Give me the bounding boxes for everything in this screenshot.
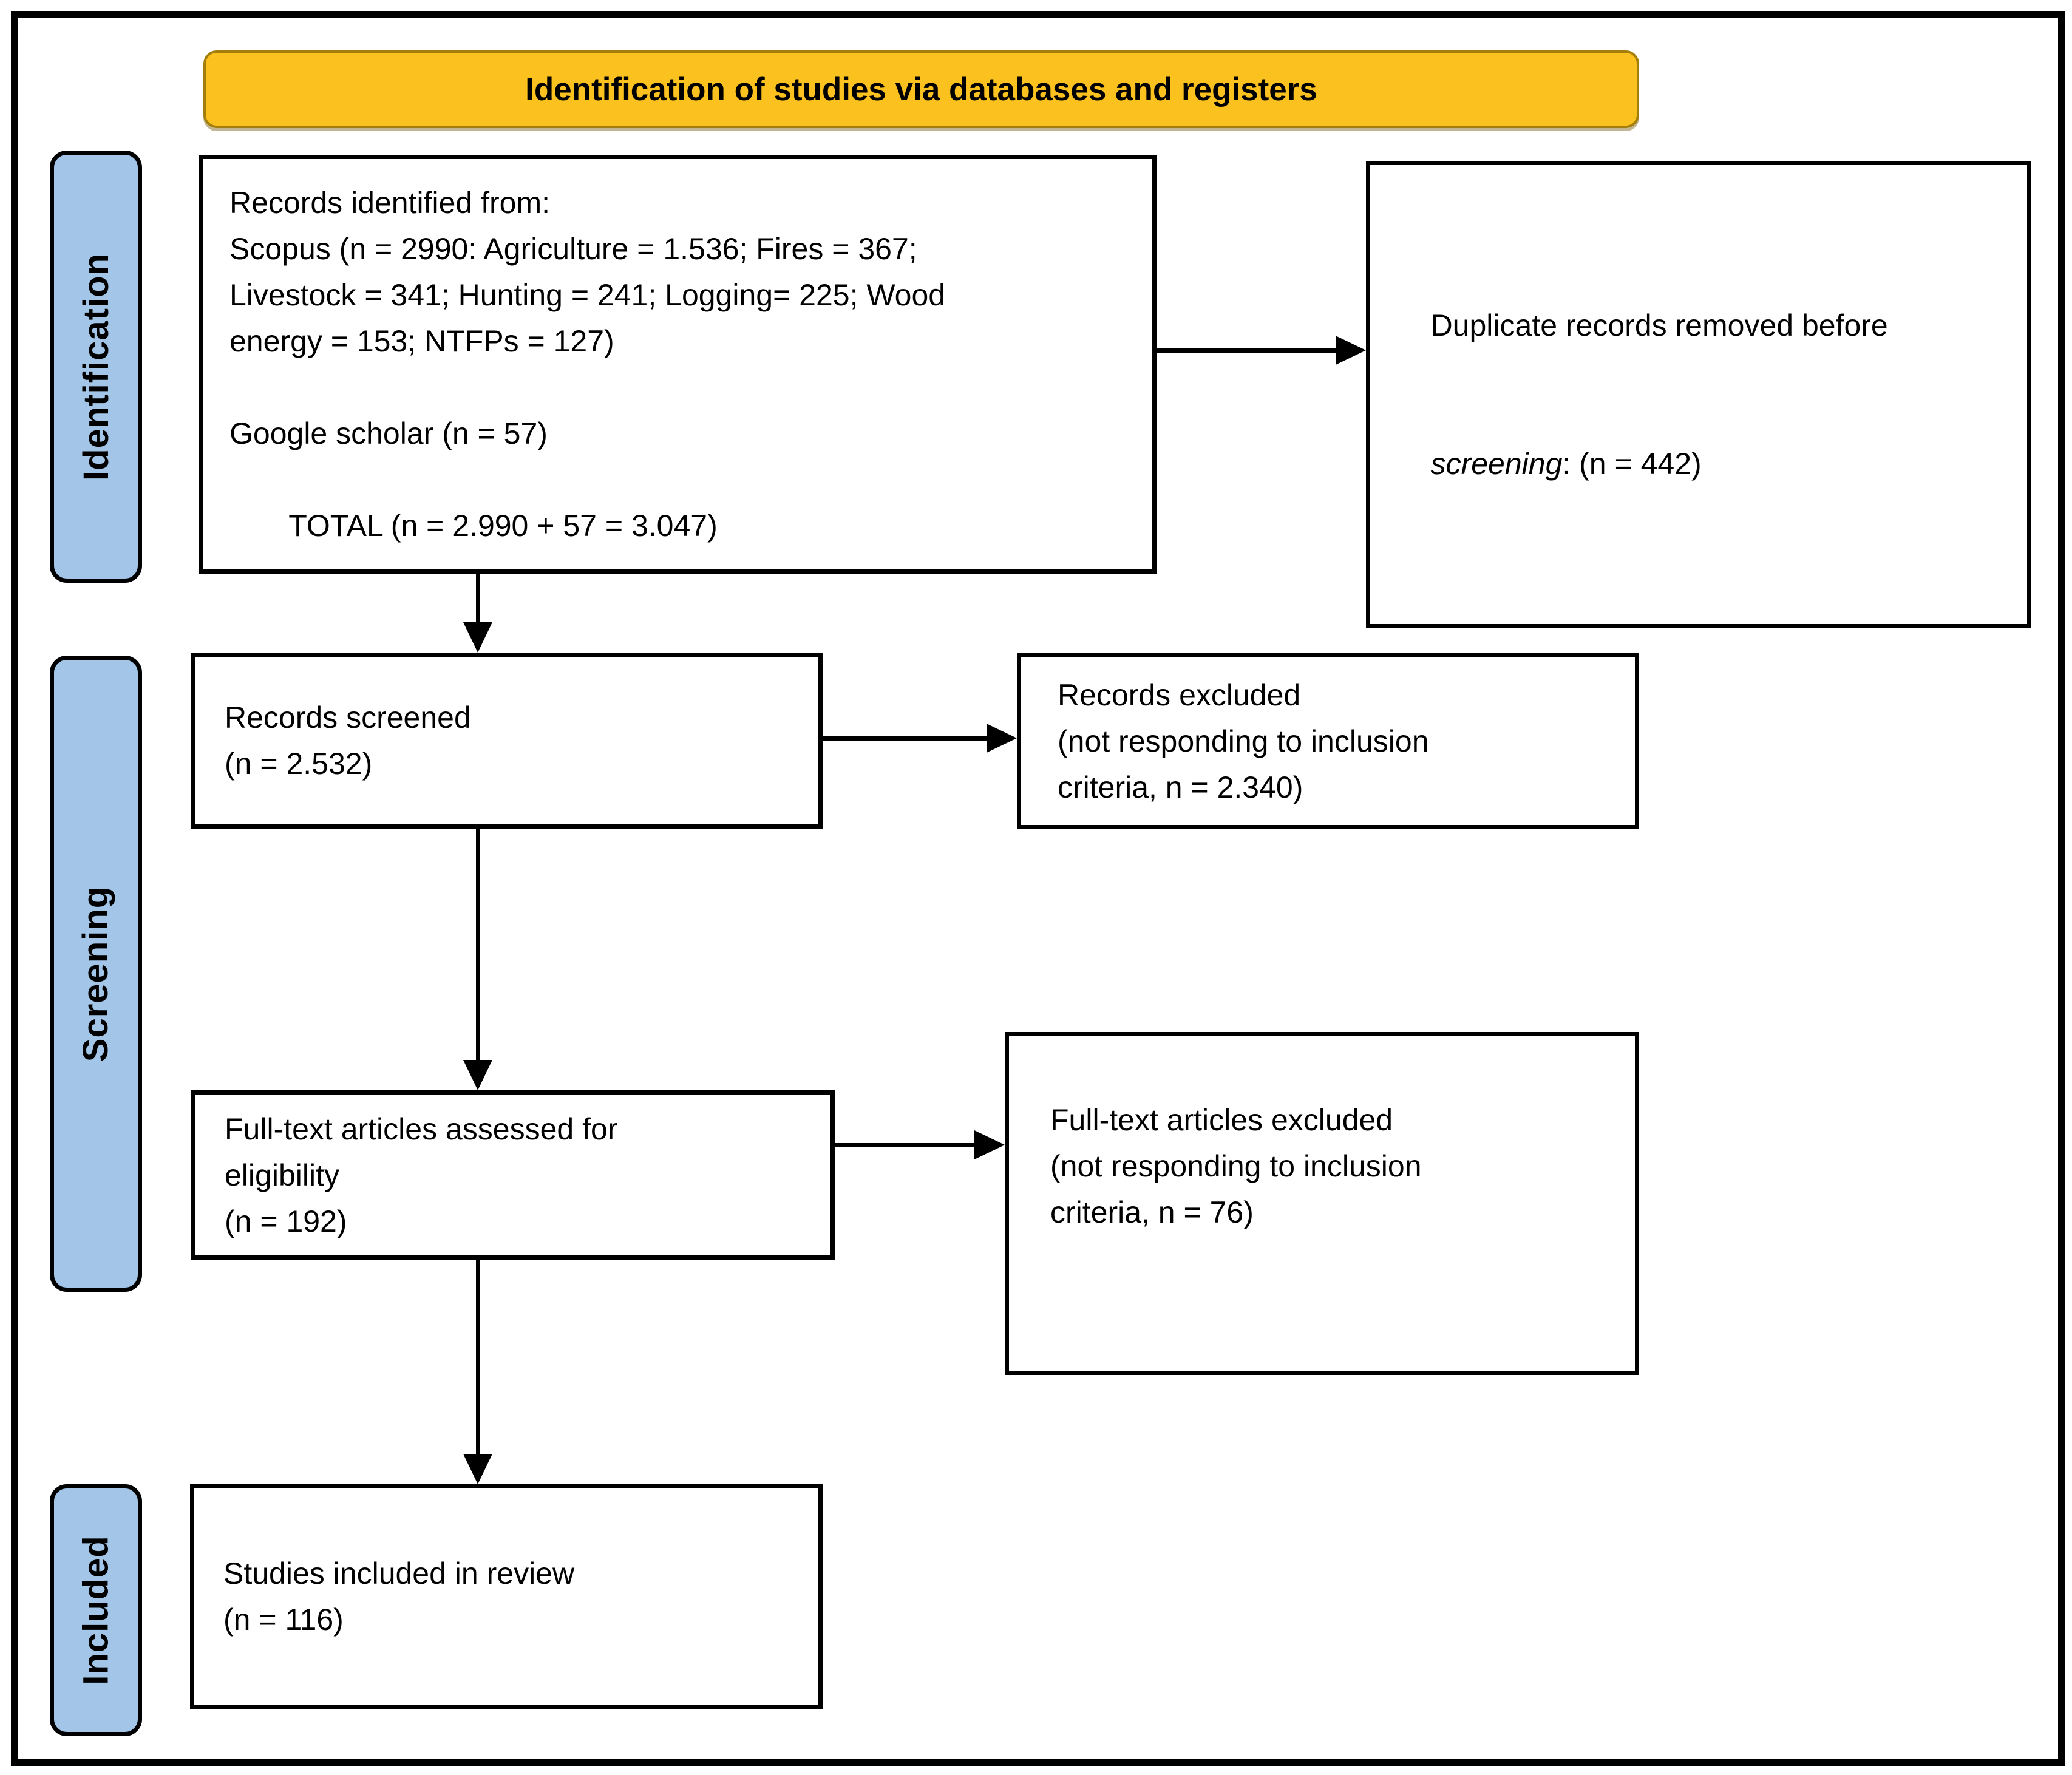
box-studies-included: Studies included in review(n = 116) xyxy=(190,1484,823,1709)
title-banner-label: Identification of studies via databases … xyxy=(525,71,1317,107)
box-fulltext-excluded-text: Full-text articles excluded(not respondi… xyxy=(1050,1103,1422,1229)
title-banner: Identification of studies via databases … xyxy=(203,50,1639,128)
box-duplicates-removed-line1: Duplicate records removed before xyxy=(1430,308,1888,342)
box-records-identified-text: Records identified from:Scopus (n = 2990… xyxy=(229,186,946,543)
stage-label-screening-text: Screening xyxy=(76,886,116,1062)
box-records-excluded-text: Records excluded(not responding to inclu… xyxy=(1058,678,1429,804)
box-fulltext-excluded: Full-text articles excluded(not respondi… xyxy=(1005,1032,1639,1375)
box-records-screened: Records screened(n = 2.532) xyxy=(191,653,823,829)
box-records-screened-text: Records screened(n = 2.532) xyxy=(225,701,471,781)
stage-label-included: Included xyxy=(50,1484,142,1736)
box-duplicates-removed: Duplicate records removed before screeni… xyxy=(1366,161,2031,628)
duplicates-removed-italic-word: screening xyxy=(1430,447,1563,481)
box-studies-included-text: Studies included in review(n = 116) xyxy=(223,1556,575,1637)
stage-label-identification-text: Identification xyxy=(76,253,116,481)
box-records-identified: Records identified from:Scopus (n = 2990… xyxy=(199,155,1157,574)
box-records-excluded: Records excluded(not responding to inclu… xyxy=(1017,653,1639,829)
box-duplicates-removed-line2: screening: (n = 442) xyxy=(1430,447,1702,481)
stage-label-screening: Screening xyxy=(50,656,142,1292)
stage-label-included-text: Included xyxy=(76,1535,116,1685)
stage-label-identification: Identification xyxy=(50,151,142,583)
